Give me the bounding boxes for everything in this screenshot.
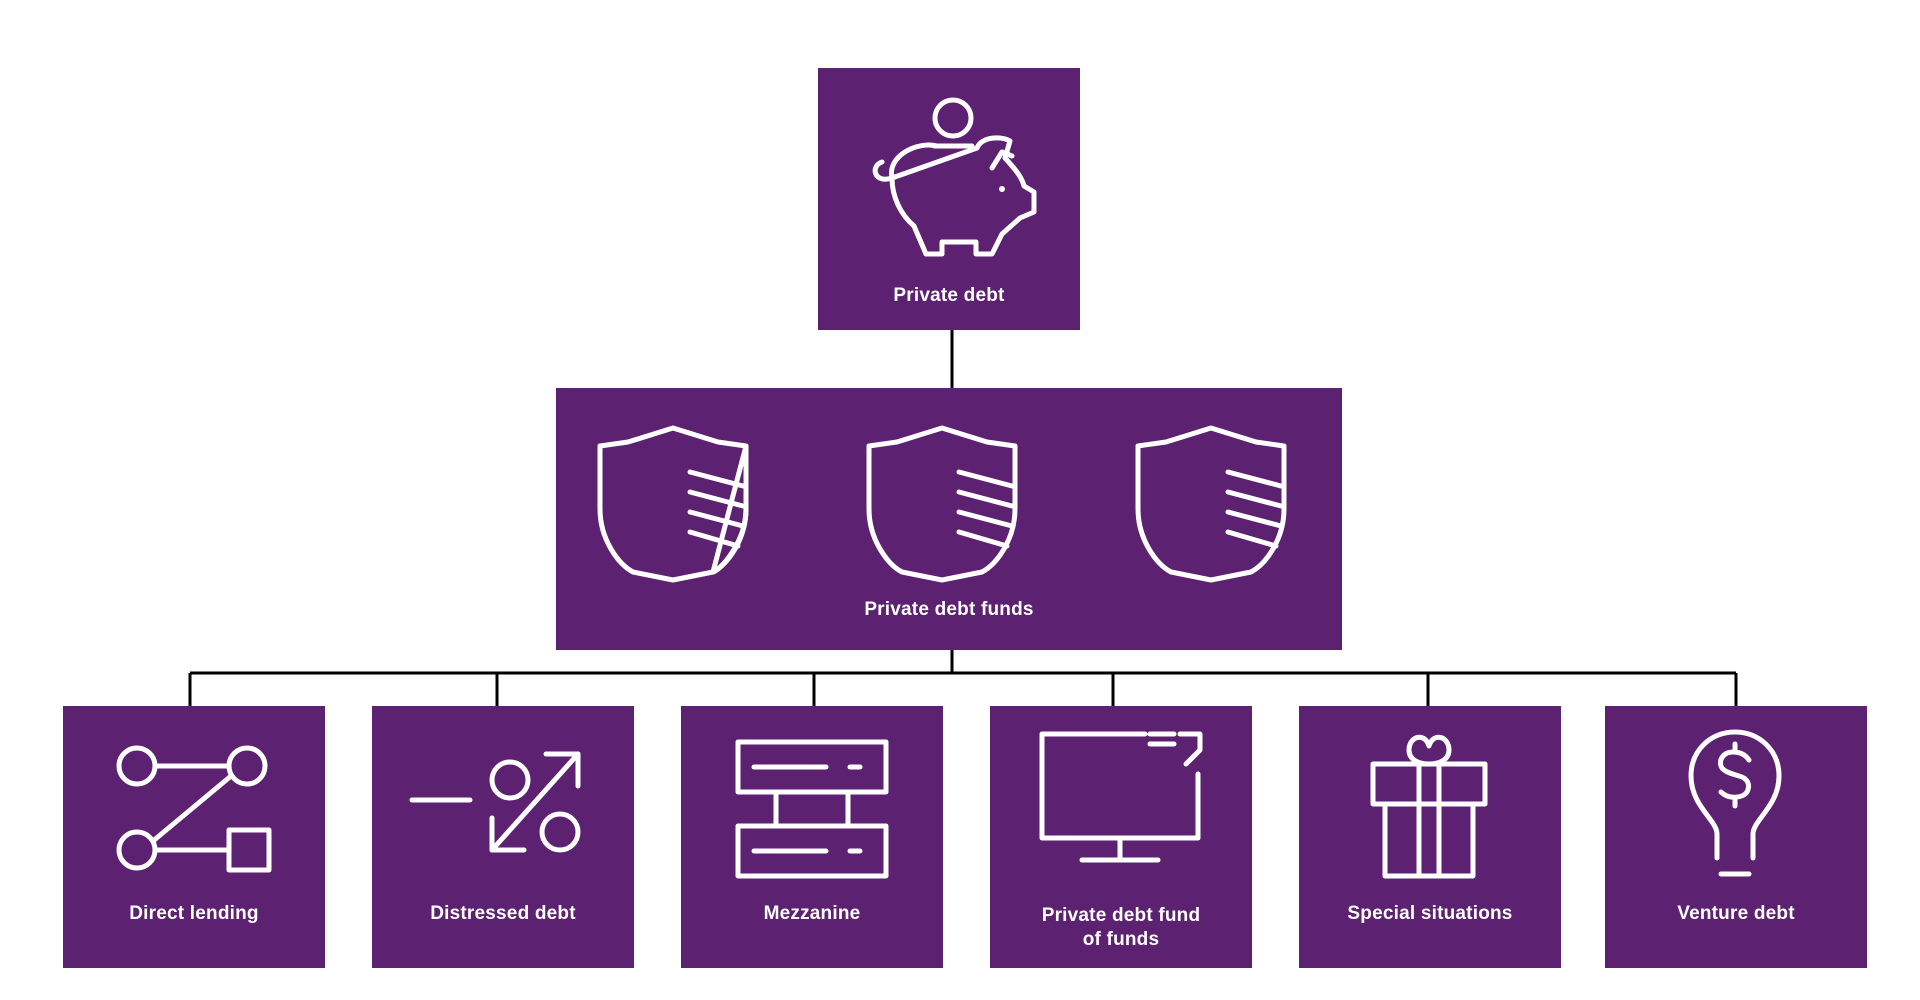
node-label: Direct lending [129, 903, 259, 924]
node-label: Mezzanine [763, 903, 861, 924]
shield-icon [1135, 424, 1291, 584]
node-label-line-1: Private debt fund [1041, 905, 1201, 926]
node-label: Distressed debt [430, 903, 576, 924]
node-label: Venture debt [1677, 903, 1795, 924]
node-direct-lending: Direct lending [63, 706, 325, 968]
node-venture-debt: Venture debt [1605, 706, 1867, 968]
gift-icon [1370, 730, 1491, 880]
shield-icon [866, 424, 1022, 584]
node-label: Special situations [1347, 903, 1513, 924]
node-distressed-debt: Distressed debt [372, 706, 634, 968]
shield-icon [597, 424, 753, 584]
monitor-icon [1039, 730, 1210, 870]
node-private-debt-fund-of-funds: Private debt fund of funds [990, 706, 1252, 968]
piggy-bank-icon [852, 96, 1052, 266]
node-label: Private debt fund of funds [990, 904, 1252, 952]
node-label: Private debt [893, 285, 1005, 306]
node-private-debt: Private debt [818, 68, 1080, 330]
node-special-situations: Special situations [1299, 706, 1561, 968]
server-stack-icon [735, 739, 891, 880]
node-mezzanine: Mezzanine [681, 706, 943, 968]
lightbulb-dollar-icon [1687, 729, 1787, 880]
node-private-debt-funds: Private debt funds [556, 388, 1342, 650]
node-label: Private debt funds [864, 599, 1034, 620]
nodes-path-icon [116, 745, 277, 876]
node-label-line-2: of funds [1082, 929, 1160, 950]
percent-arrow-icon [409, 751, 590, 862]
